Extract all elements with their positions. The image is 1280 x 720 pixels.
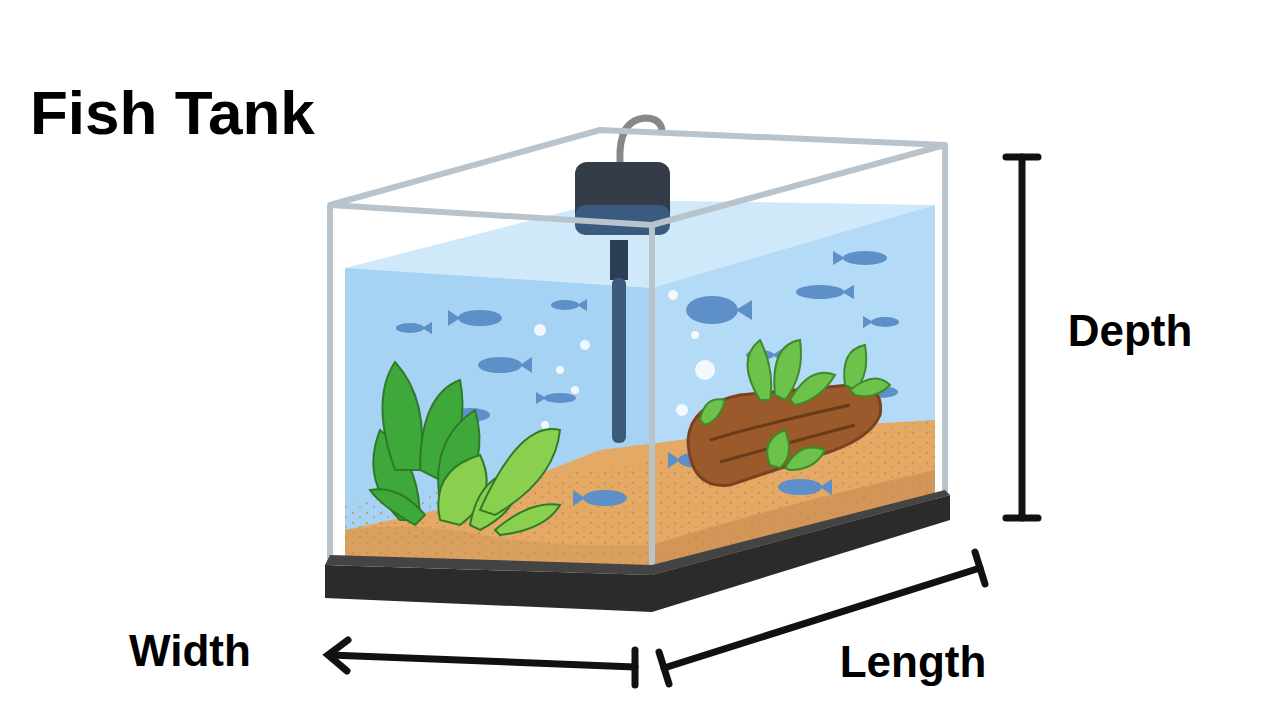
length-label: Length bbox=[840, 640, 987, 684]
width-arrow bbox=[328, 640, 635, 685]
tank-base-top bbox=[325, 490, 950, 575]
depth-label: Depth bbox=[1068, 309, 1193, 353]
plant-left bbox=[370, 362, 560, 535]
tank-base bbox=[325, 495, 950, 612]
plant-right bbox=[700, 340, 890, 470]
width-label: Width bbox=[129, 629, 251, 673]
diagram-title: Fish Tank bbox=[30, 82, 315, 144]
glass-frame bbox=[330, 130, 945, 580]
aquarium-filter bbox=[575, 118, 670, 443]
depth-bracket bbox=[1006, 157, 1038, 518]
